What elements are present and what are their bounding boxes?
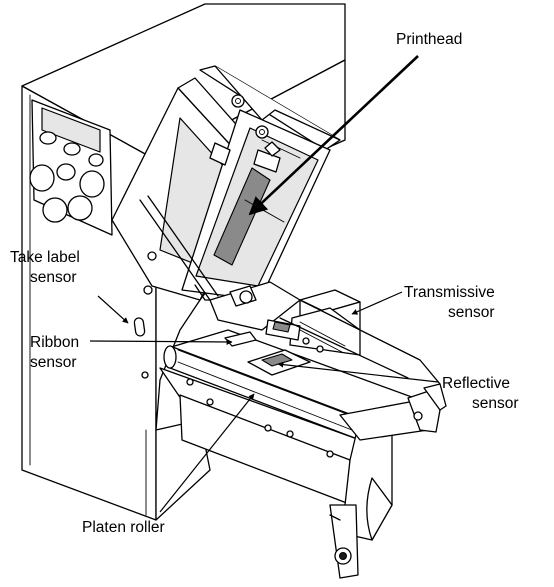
platen-roller-assembly — [159, 299, 447, 579]
panel-button — [29, 164, 55, 192]
label-transmissive-line1: Transmissive — [404, 284, 495, 301]
label-transmissive-line2: sensor — [448, 304, 495, 321]
media-path — [209, 281, 361, 356]
take-label-sensor — [133, 317, 149, 379]
take-label-leader — [97, 295, 129, 324]
panel-button — [42, 197, 68, 223]
panel-button — [39, 131, 57, 145]
label-reflective-line2: sensor — [472, 395, 519, 412]
ribbon-leader — [89, 338, 233, 345]
printhead-element — [213, 167, 271, 266]
label-printhead: Printhead — [396, 31, 462, 48]
label-take-label-line2: sensor — [30, 269, 77, 286]
transmissive-leader — [351, 291, 403, 315]
panel-button — [88, 153, 104, 167]
label-reflective-line1: Reflective — [442, 375, 510, 392]
label-platen-roller: Platen roller — [82, 519, 165, 536]
panel-button — [79, 170, 105, 198]
panel-button — [56, 163, 76, 181]
callout-lines — [89, 55, 439, 513]
platen-leader — [159, 393, 255, 513]
label-ribbon-line1: Ribbon — [30, 334, 79, 351]
reflective-leader — [277, 361, 439, 383]
control-panel — [29, 99, 113, 236]
label-ribbon-line2: sensor — [30, 354, 77, 371]
panel-button — [63, 142, 81, 156]
labels: Printhead Take label sensor Transmissive… — [10, 31, 519, 536]
printhead-arrow — [248, 55, 419, 216]
panel-button — [67, 195, 93, 221]
lcd-display — [41, 107, 101, 153]
label-take-label-line1: Take label — [10, 249, 80, 266]
